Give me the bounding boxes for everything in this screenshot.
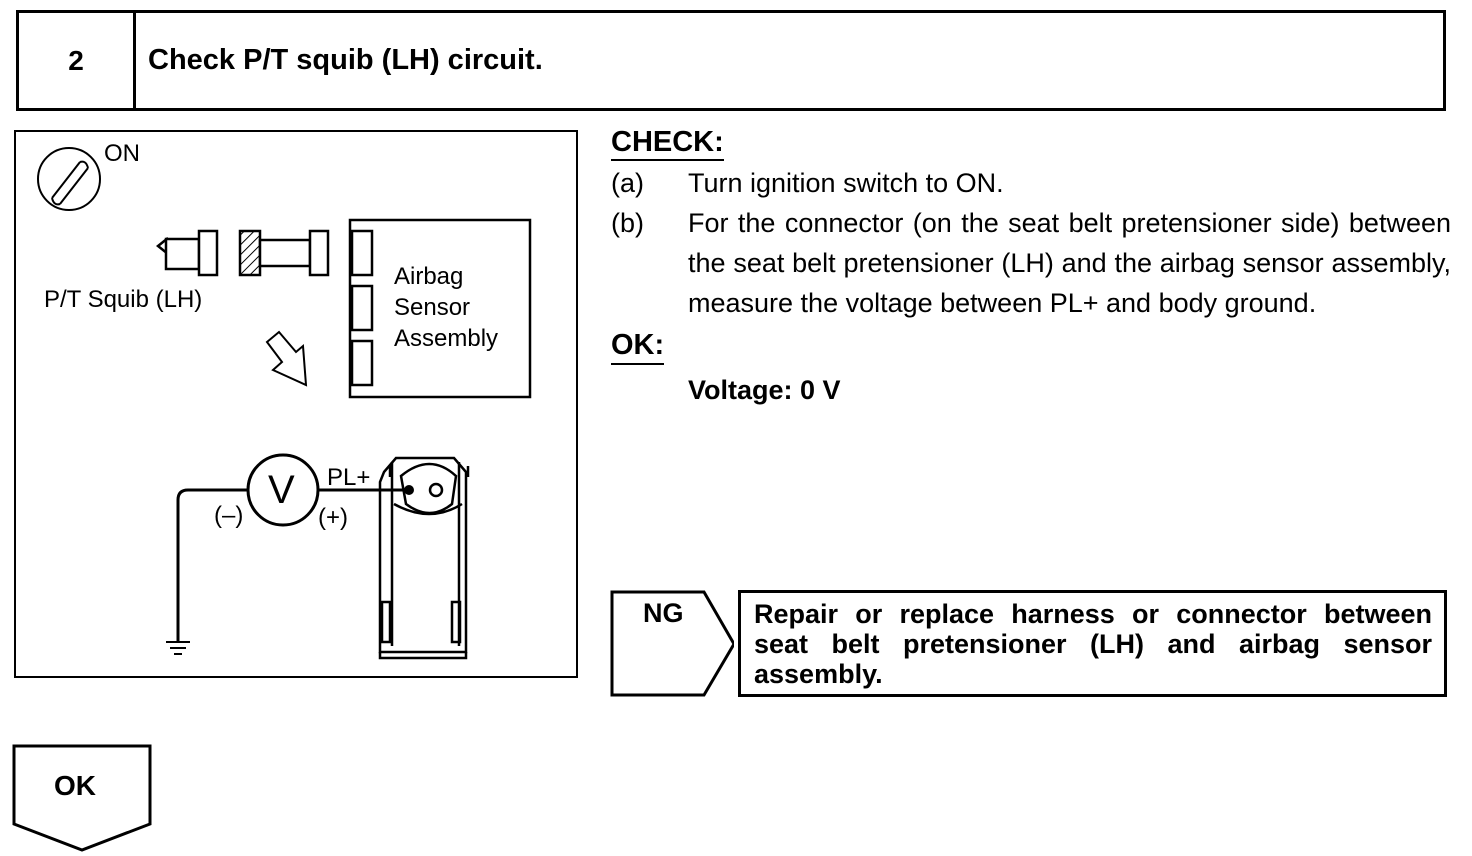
check-heading: CHECK: — [611, 126, 724, 162]
step-header: 2 Check P/T squib (LH) circuit. — [16, 10, 1446, 111]
check-section: CHECK: (a) Turn ignition switch to ON. (… — [611, 126, 1451, 406]
pretensioner-connector — [378, 456, 470, 660]
step-title: Check P/T squib (LH) circuit. — [148, 44, 543, 76]
ng-action-box: Repair or replace harness or connector b… — [738, 590, 1447, 697]
squib-connector — [155, 229, 219, 277]
negative-lead-label: (–) — [214, 502, 244, 529]
positive-lead-label: (+) — [318, 504, 348, 531]
illustration-drawing — [37, 147, 532, 660]
check-item: (a) Turn ignition switch to ON. — [611, 163, 1451, 203]
voltmeter-symbol: V — [268, 468, 295, 512]
arrow-down-right-icon — [265, 330, 308, 387]
terminal-pl-plus — [404, 485, 414, 495]
wiring-illustration: ON P/T Squib (LH) Airbag Sensor Assembly… — [14, 130, 578, 678]
ignition-key-icon — [37, 147, 101, 211]
ok-result-label: OK — [54, 770, 96, 801]
ok-spec-value: Voltage: 0 V — [688, 374, 841, 405]
check-item-key: (a) — [611, 168, 644, 199]
sensor-label-line-1: Airbag — [394, 263, 464, 290]
sensor-label-line-3: Assembly — [394, 325, 499, 352]
voltmeter-icon — [246, 453, 320, 527]
ng-label: NG — [643, 598, 684, 628]
ok-heading: OK: — [611, 329, 665, 365]
check-item: (b) For the connector (on the seat belt … — [611, 203, 1451, 323]
harness-connector — [238, 229, 330, 277]
squib-label: P/T Squib (LH) — [44, 286, 203, 313]
ng-arrow-box — [610, 590, 734, 697]
step-number: 2 — [19, 13, 136, 108]
check-item-key: (b) — [611, 208, 644, 239]
sensor-label-line-2: Sensor — [394, 294, 471, 321]
ok-arrow-box — [12, 744, 152, 852]
check-item-text: Turn ignition switch to ON. — [688, 168, 1004, 199]
airbag-sensor-assembly — [348, 218, 532, 399]
check-item-text: For the connector (on the seat belt pret… — [688, 208, 1451, 319]
ground-icon — [166, 641, 190, 655]
terminal-label: PL+ — [327, 464, 371, 491]
ignition-on-label: ON — [104, 140, 140, 167]
